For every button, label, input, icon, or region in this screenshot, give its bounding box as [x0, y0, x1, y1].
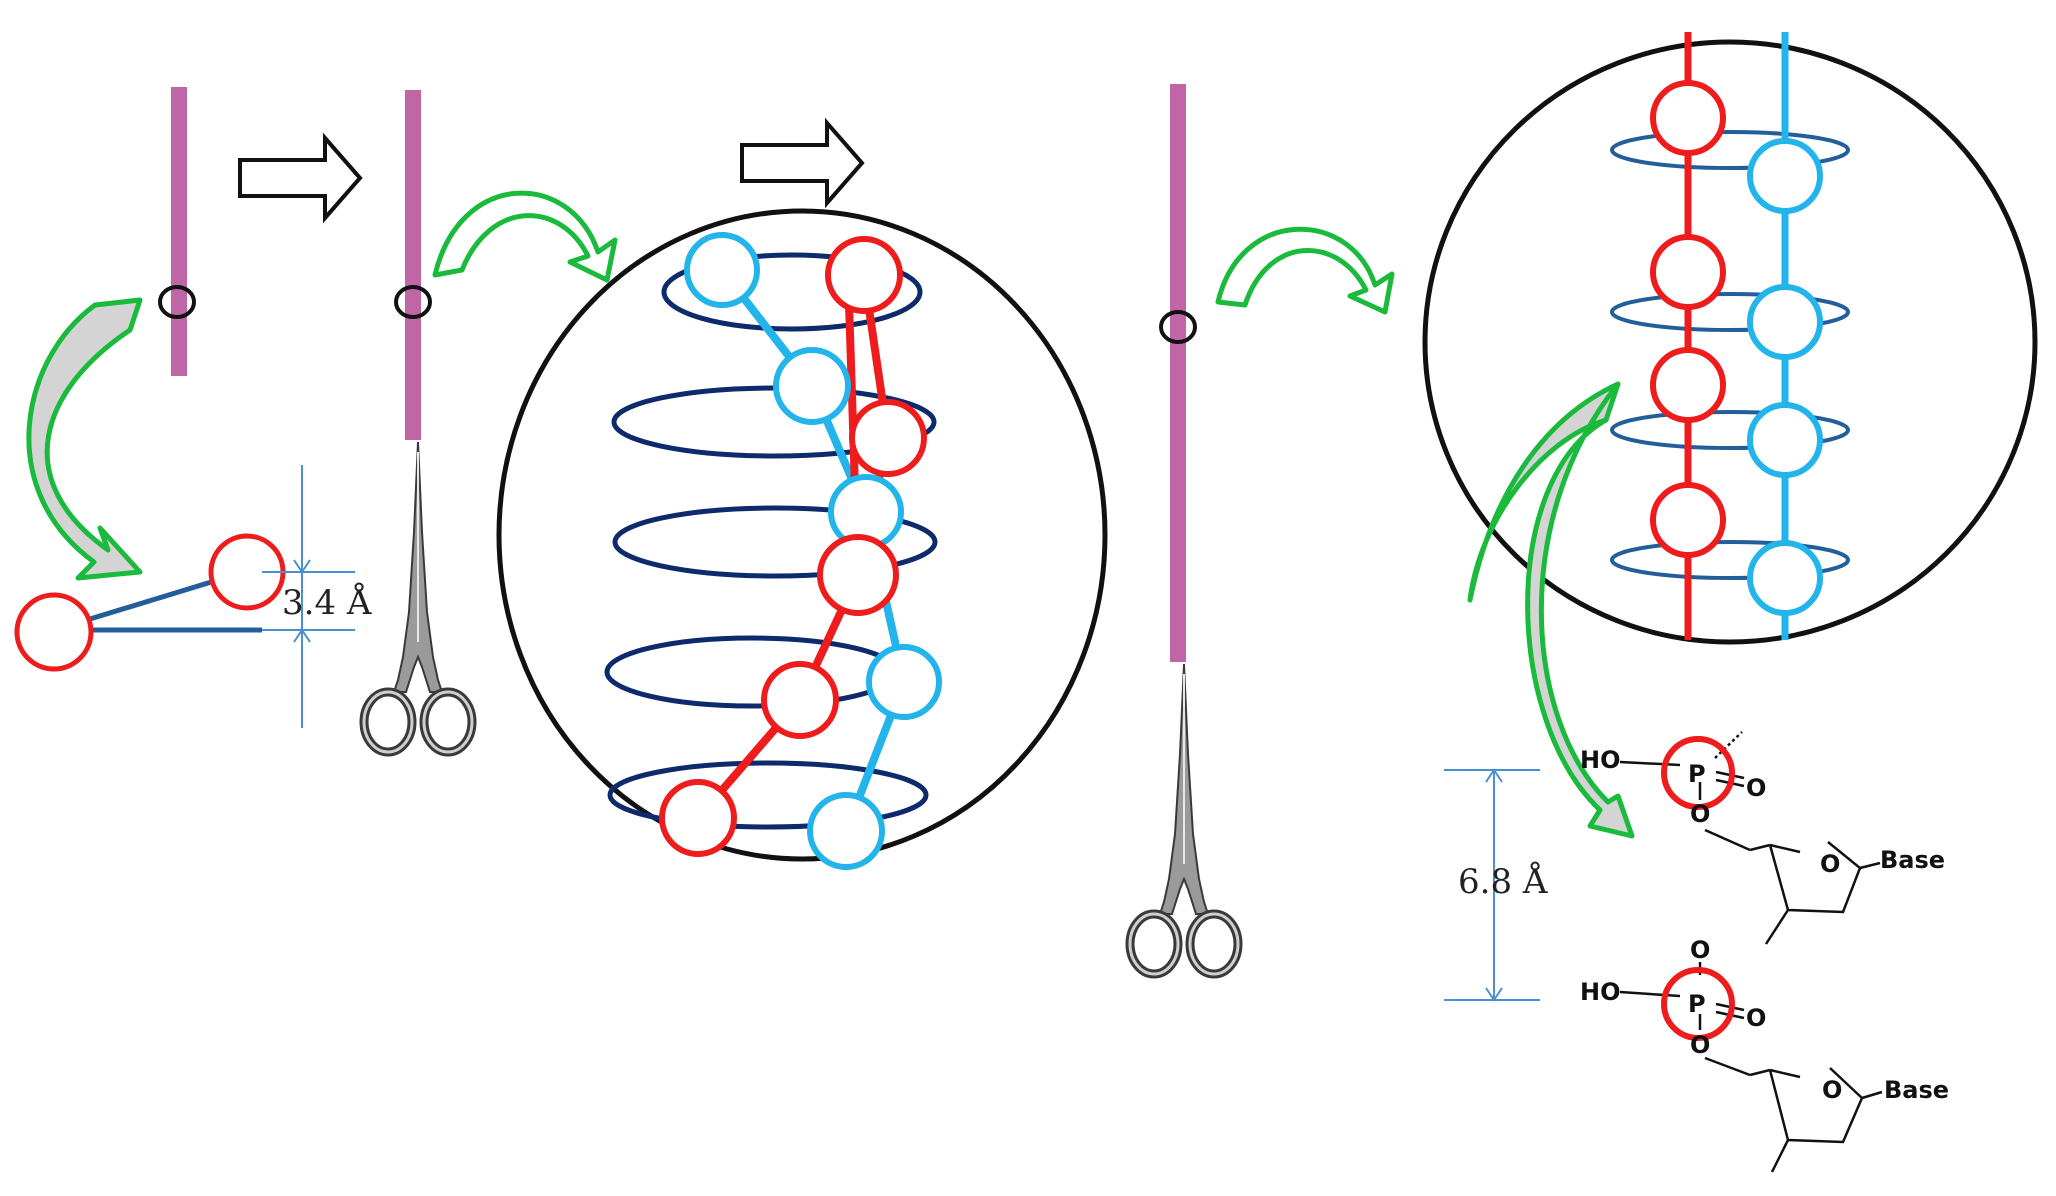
nucleotide-circle [1650, 482, 1726, 558]
block-arrow-icon [740, 117, 865, 209]
block-arrow-icon [238, 132, 363, 224]
ladder-blue-nucleotides [1747, 138, 1823, 616]
zoom-marker [158, 285, 196, 319]
ladder-red-nucleotides [1650, 80, 1726, 558]
oxygen-label: O [1690, 936, 1710, 964]
nucleotide-circle [817, 534, 899, 616]
ladder-zoom-circle [1422, 39, 2038, 645]
oxygen-label: O [1690, 1031, 1710, 1059]
phosphate-highlight [1661, 736, 1735, 810]
curved-arrow-icon [26, 297, 143, 581]
phosphate-distance-label: 6.8 Å [1458, 861, 1548, 902]
nucleotide-circle [1650, 80, 1726, 156]
nucleotide-circle [866, 644, 942, 720]
fiber-stretched [405, 90, 421, 440]
phosphorus-label: P [1688, 990, 1706, 1018]
forceps-icon [364, 442, 472, 752]
hydroxyl-label: HO [1580, 746, 1621, 774]
nucleotide-circle [1747, 402, 1823, 478]
curved-arrow-icon [1215, 226, 1395, 315]
nucleotide-circle [1747, 540, 1823, 616]
nucleotide-circle [849, 399, 927, 477]
nucleotide-circle [1747, 138, 1823, 214]
oxygen-label: O [1746, 774, 1766, 802]
helix-blue-nucleotides [684, 232, 942, 870]
nucleotide-circle [807, 792, 885, 870]
oxygen-label: O [1690, 800, 1710, 828]
phosphate-dimension [1444, 768, 1540, 1002]
rise-dimension [262, 465, 355, 728]
zoom-marker [1159, 310, 1197, 344]
ring-oxygen-label: O [1822, 1076, 1842, 1104]
nucleotide-circle [825, 236, 903, 314]
nucleotide-circle [1650, 347, 1726, 423]
oxygen-label: O [1746, 1004, 1766, 1032]
curved-arrow-icon [1467, 381, 1635, 839]
ladder-rings [1610, 130, 1850, 580]
nucleotide-circle [1747, 284, 1823, 360]
nucleotide-circle [684, 232, 760, 308]
nucleotide-circle [773, 347, 851, 425]
phosphate-highlight [1661, 967, 1735, 1041]
base-label: Base [1884, 1076, 1949, 1104]
forceps-icon [1130, 664, 1238, 974]
nucleotide-circle [761, 661, 839, 739]
fiber-relaxed [171, 87, 187, 376]
nucleotide-circle [14, 592, 94, 672]
nucleotide-circle [659, 779, 737, 857]
backbone-structure [1619, 731, 1883, 1173]
curved-arrow-icon [432, 190, 618, 283]
phosphorus-label: P [1688, 760, 1706, 788]
zoom-marker [394, 285, 432, 319]
nucleotide-circle [1650, 234, 1726, 310]
hydroxyl-label: HO [1580, 978, 1621, 1006]
fiber-overstretched [1170, 84, 1186, 662]
base-label: Base [1880, 846, 1945, 874]
rise-label: 3.4 Å [282, 582, 372, 623]
helix-red-nucleotides [659, 236, 927, 857]
ring-oxygen-label: O [1820, 850, 1840, 878]
